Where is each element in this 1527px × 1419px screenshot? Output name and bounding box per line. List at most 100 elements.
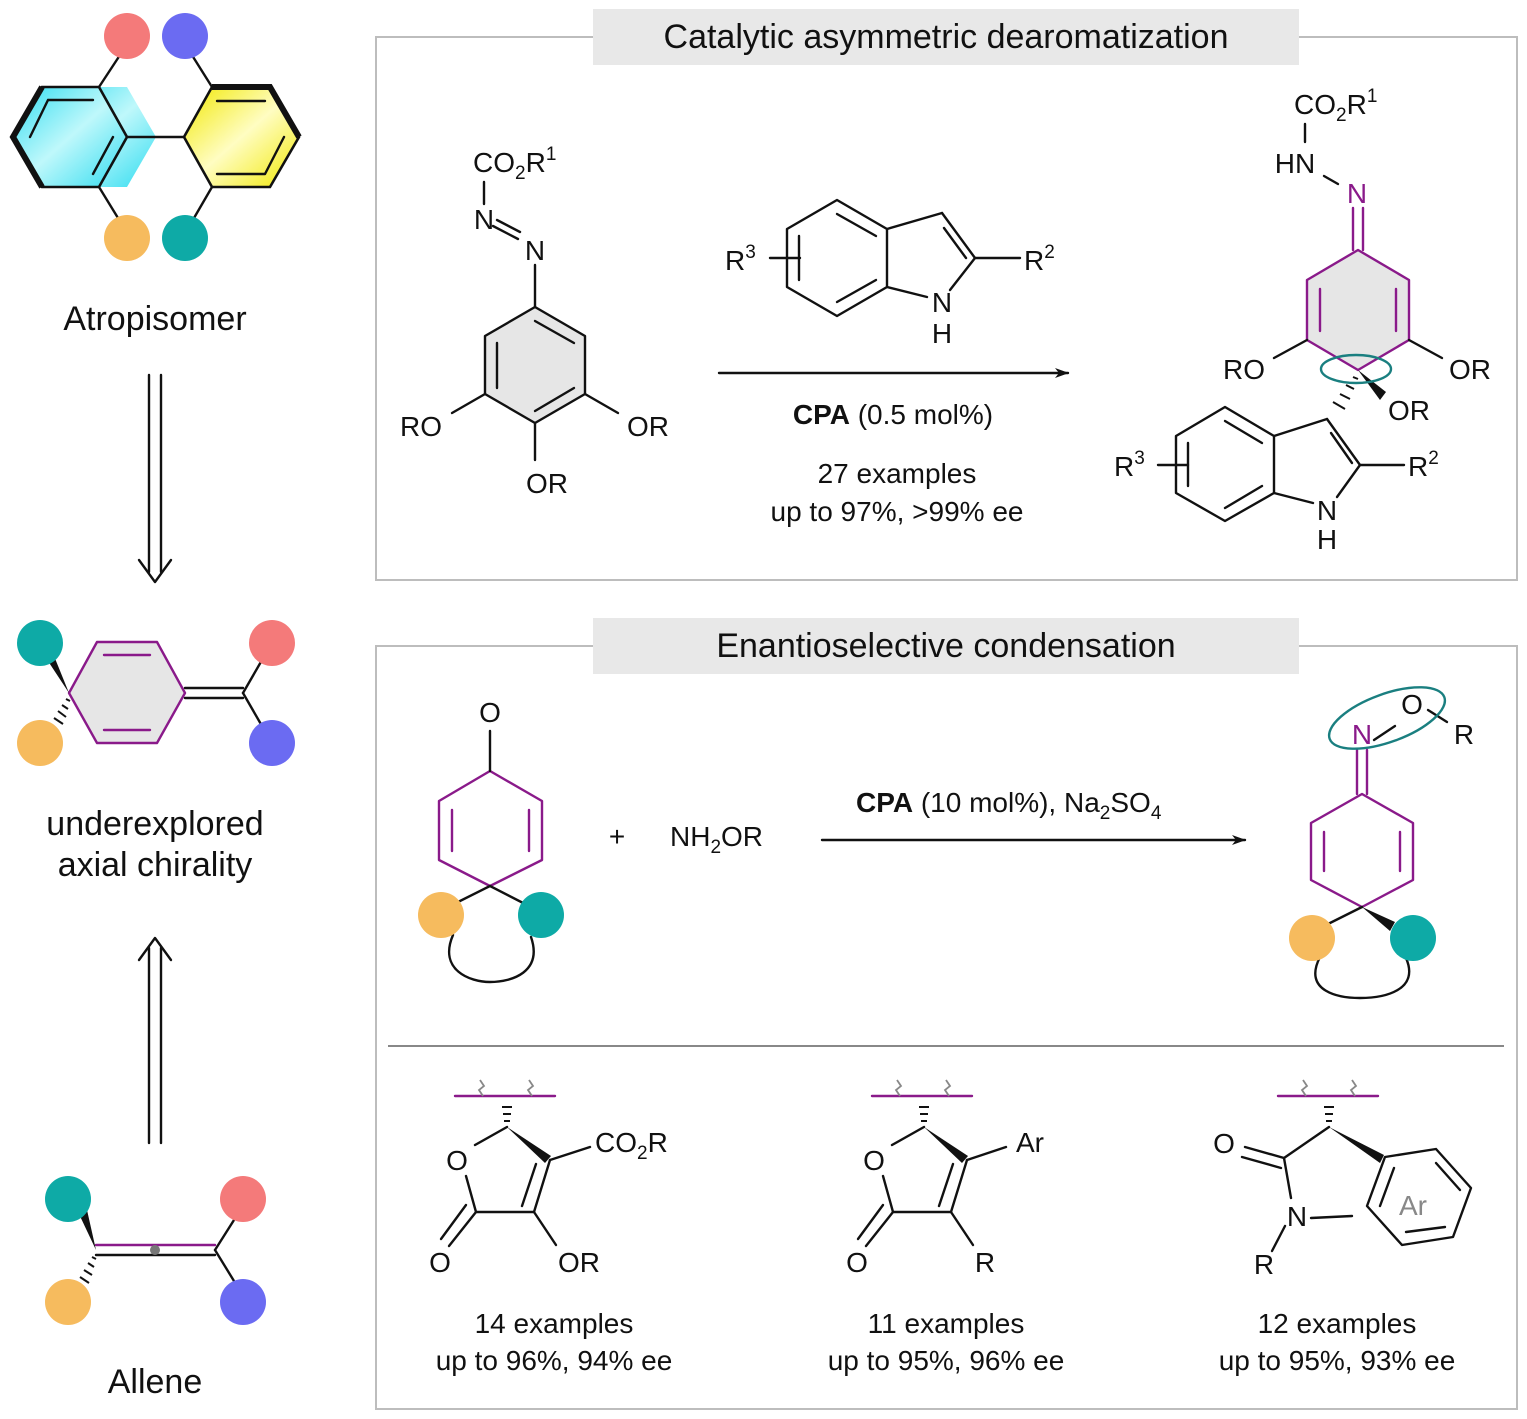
svg-text:CO2R: CO2R xyxy=(595,1127,668,1164)
atom-o: O xyxy=(846,1247,868,1278)
blue-substituent xyxy=(249,720,295,766)
scope-structure-2 xyxy=(856,1079,1008,1248)
red-substituent xyxy=(104,13,150,59)
azo-arene-substrate xyxy=(450,180,620,462)
teal-substituent xyxy=(1390,915,1436,961)
atom-ar: Ar xyxy=(1016,1127,1044,1158)
atom-o: O xyxy=(1213,1128,1235,1159)
subscript: 2 xyxy=(1336,105,1347,126)
center-label-line1: underexplored xyxy=(46,805,263,843)
scope1-yield-ee: up to 96%, 94% ee xyxy=(436,1345,673,1376)
condensation-panel xyxy=(375,645,1518,1410)
subscript: 2 xyxy=(515,163,526,184)
catalyst-name: CPA xyxy=(856,787,913,818)
atom-o: O xyxy=(479,697,501,728)
scope2-yield-ee: up to 95%, 96% ee xyxy=(828,1345,1065,1376)
atom-hn: HN xyxy=(1275,148,1315,179)
atom-r: R xyxy=(1114,451,1134,482)
scope-structure-1 xyxy=(439,1079,592,1248)
axial-chirality-core xyxy=(17,620,295,766)
subscript: 2 xyxy=(1100,803,1111,824)
atom-n: N xyxy=(525,235,545,266)
atom-n: N xyxy=(1287,1201,1307,1232)
atom-r: R xyxy=(1454,719,1474,750)
atom-or: OR xyxy=(526,468,568,499)
atom-n: N xyxy=(932,287,952,318)
atom-r: R xyxy=(975,1247,995,1278)
atropisomer-label: Atropisomer xyxy=(63,300,246,338)
atom-o: O xyxy=(1401,689,1423,720)
atom-r: R xyxy=(1254,1249,1274,1280)
teal-substituent xyxy=(45,1176,91,1222)
catalyst-loading: (10 mol%), Na xyxy=(913,787,1100,818)
superscript: 1 xyxy=(1367,86,1378,107)
svg-text:CPA (0.5 mol%): CPA (0.5 mol%) xyxy=(793,399,993,430)
condensation-title: Enantioselective condensation xyxy=(716,627,1175,665)
atom-r: R xyxy=(1024,245,1044,276)
catalyst-name: CPA xyxy=(793,399,850,430)
atom-co2r: CO xyxy=(595,1127,637,1158)
svg-text:R3: R3 xyxy=(725,242,756,276)
blue-substituent xyxy=(220,1279,266,1325)
orange-substituent xyxy=(45,1279,91,1325)
atom-r: R xyxy=(526,147,546,178)
subscript: 4 xyxy=(1151,803,1162,824)
superscript: 2 xyxy=(1044,242,1055,263)
atom-co2r1: CO xyxy=(473,147,515,178)
reagent-or: OR xyxy=(721,821,763,852)
atom-or: OR xyxy=(627,411,669,442)
stereo-axis-highlight xyxy=(1319,353,1393,385)
allene-structure xyxy=(45,1176,266,1325)
svg-text:CO2R1: CO2R1 xyxy=(473,144,556,184)
atom-n: N xyxy=(1347,178,1367,209)
red-substituent xyxy=(249,620,295,666)
svg-text:CPA (10 mol%), Na2SO4: CPA (10 mol%), Na2SO4 xyxy=(856,787,1162,824)
oxime-bond-highlight xyxy=(1327,686,1447,750)
orange-substituent xyxy=(17,720,63,766)
atom-ro: RO xyxy=(400,411,442,442)
atom-n: N xyxy=(474,204,494,235)
atom-r: R xyxy=(725,245,745,276)
atom-r: R xyxy=(1408,451,1428,482)
atom-or: OR xyxy=(558,1247,600,1278)
svg-text:CO2R1: CO2R1 xyxy=(1294,86,1377,126)
dearomatized-product xyxy=(1156,122,1444,523)
atom-r: R xyxy=(1347,89,1367,120)
subscript: 2 xyxy=(710,837,721,858)
superscript: 1 xyxy=(546,144,557,165)
spiro-dienone-substrate xyxy=(418,729,564,984)
yield-ee: up to 97%, >99% ee xyxy=(771,496,1024,527)
teal-substituent xyxy=(162,215,208,261)
superscript: 3 xyxy=(1134,448,1145,469)
retro-arrow-up xyxy=(137,936,173,1145)
plus-sign: + xyxy=(609,821,625,852)
atom-co2r1: CO xyxy=(1294,89,1336,120)
orange-substituent xyxy=(104,215,150,261)
atom-ro: RO xyxy=(1223,354,1265,385)
superscript: 3 xyxy=(745,242,756,263)
atom-h: H xyxy=(932,318,952,349)
retro-arrow-down xyxy=(137,373,173,584)
atom-or: OR xyxy=(1449,354,1491,385)
atom-n: N xyxy=(1352,719,1372,750)
subscript: 2 xyxy=(637,1143,648,1164)
teal-substituent xyxy=(518,892,564,938)
atom-o: O xyxy=(446,1145,468,1176)
svg-text:R2: R2 xyxy=(1024,242,1055,276)
atom-or: OR xyxy=(1388,395,1430,426)
scope3-yield-ee: up to 95%, 93% ee xyxy=(1219,1345,1456,1376)
reagent-nh: NH xyxy=(670,821,710,852)
atom-ar: Ar xyxy=(1399,1190,1427,1221)
condensation-title-tab xyxy=(593,618,1299,674)
orange-substituent xyxy=(1289,915,1335,961)
svg-text:NH2OR: NH2OR xyxy=(670,821,763,858)
atom-o: O xyxy=(429,1247,451,1278)
superscript: 2 xyxy=(1428,448,1439,469)
indole-reagent xyxy=(768,198,1022,318)
blue-substituent xyxy=(162,13,208,59)
center-label-line2: axial chirality xyxy=(58,846,253,884)
oxime-ether-product xyxy=(1289,686,1449,1000)
allene-label: Allene xyxy=(108,1363,203,1401)
scope1-examples: 14 examples xyxy=(475,1308,634,1339)
